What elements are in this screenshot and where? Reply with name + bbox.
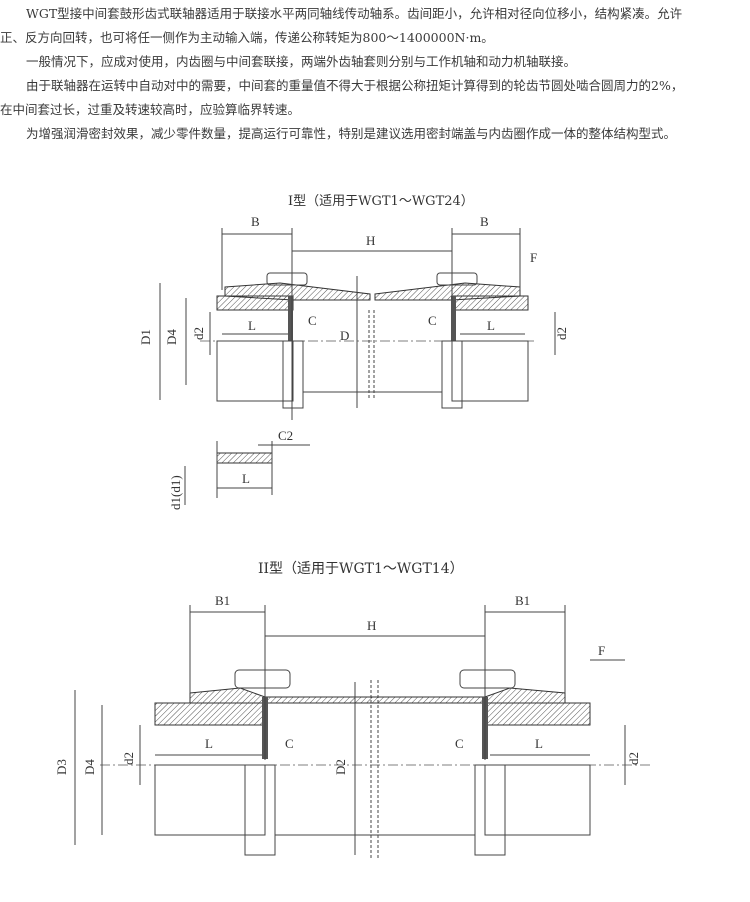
dim-c2: C2 [278, 428, 293, 443]
dim-d4: D4 [82, 759, 97, 775]
diagram2-drawing: B1 B1 H F L L C C D2 D3 D4 d2 d2 [54, 593, 650, 860]
paragraph-2: 一般情况下，应成对使用，内齿圈与中间套联接，两端外齿轴套则分别与工作机轴和动力机… [26, 54, 577, 69]
dim-c-left: C [285, 736, 294, 751]
dim-b-right: B [480, 214, 489, 229]
dim-d1: D1 [138, 329, 153, 345]
dim-d2-left: d2 [121, 752, 136, 765]
dim-d2-center: D2 [333, 759, 348, 775]
dim-l-bottom: L [242, 471, 250, 486]
dim-h: H [367, 618, 376, 633]
dim-b1-right: B1 [515, 593, 530, 608]
paragraph-3b: 在中间套过长，过重及转速较高时，应验算临界转速。 [0, 102, 301, 117]
dim-c-right: C [455, 736, 464, 751]
dim-d: D [340, 328, 349, 343]
dim-c-left: C [308, 313, 317, 328]
paragraph-1a: WGT型接中间套鼓形齿式联轴器适用于联接水平两同轴线传动轴系。齿间距小，允许相对… [26, 6, 683, 21]
dim-d2-left: d2 [191, 327, 206, 340]
dim-d2-right: d2 [626, 752, 641, 765]
dim-l-left: L [248, 318, 256, 333]
dim-l-left: L [205, 736, 213, 751]
paragraph-1b: 正、反方向回转，也可将任一侧作为主动输入端，传递公称转矩为800～1400000… [0, 30, 494, 45]
dim-l-right: L [535, 736, 543, 751]
dim-h: H [366, 233, 375, 248]
diagram1-drawing: B B H F L L C C D D1 D4 d2 d2 C2 L d1(d1… [138, 214, 569, 510]
dim-b-left: B [251, 214, 260, 229]
dim-f: F [530, 250, 537, 265]
dim-d4: D4 [164, 329, 179, 345]
diagram1-title: I型（适用于WGT1～WGT24） [288, 194, 474, 209]
description-text: WGT型接中间套鼓形齿式联轴器适用于联接水平两同轴线传动轴系。齿间距小，允许相对… [0, 2, 748, 146]
dim-d2-right: d2 [554, 327, 569, 340]
dim-d3: D3 [54, 759, 69, 775]
dim-d1-bottom: d1(d1) [168, 475, 183, 510]
dim-b1-left: B1 [215, 593, 230, 608]
diagram2-title: II型（适用于WGT1～WGT14） [258, 561, 464, 577]
dim-l-right: L [487, 318, 495, 333]
paragraph-3a: 由于联轴器在运转中自动对中的需要，中间套的重量值不得大于根据公称扭矩计算得到的轮… [26, 78, 684, 93]
dim-f: F [598, 643, 605, 658]
paragraph-4: 为增强润滑密封效果，减少零件数量，提高运行可靠性，特别是建议选用密封端盖与内齿圈… [26, 126, 677, 141]
dim-c-right: C [428, 313, 437, 328]
